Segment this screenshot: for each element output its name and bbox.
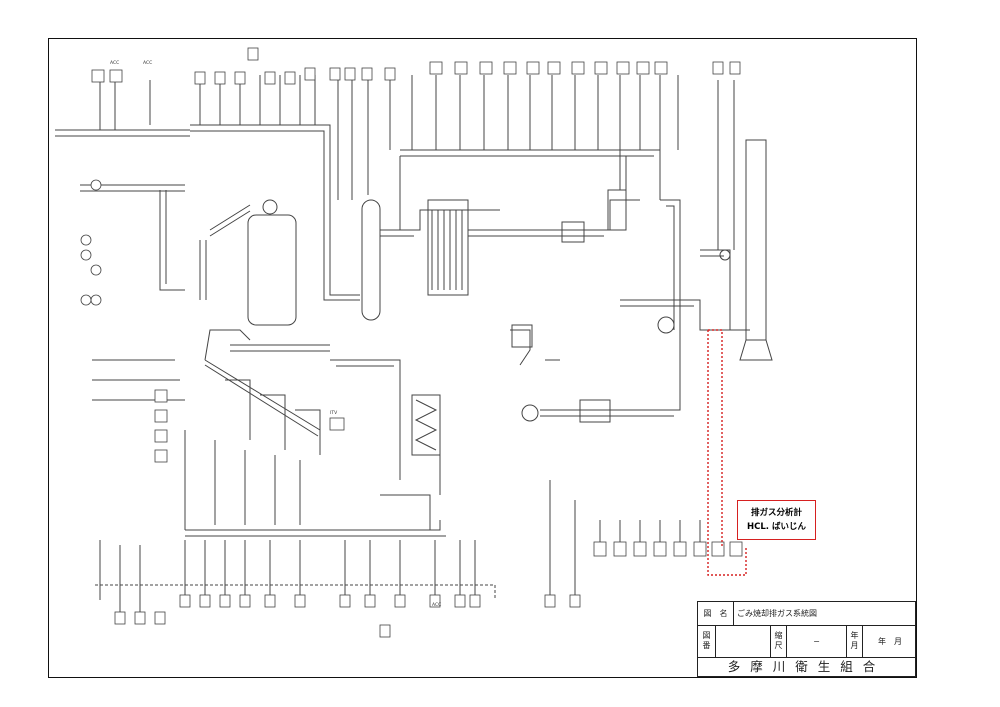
tv-label: ITV — [330, 410, 338, 416]
drawing-number — [716, 625, 771, 657]
callout-line-2: HCL. ばいじん — [747, 522, 806, 532]
name-label: 図 名 — [698, 602, 734, 625]
stack-duct — [620, 299, 750, 331]
heat-exchanger — [561, 221, 585, 243]
catalyst-tower — [607, 189, 627, 231]
drawing-frame — [48, 38, 917, 678]
title-block: 図 名 ごみ焼却排ガス系統図 図番 縮尺 − 年月 年 月 多摩川衛生組合 — [697, 601, 916, 677]
air-supply-duct — [55, 129, 190, 137]
owner-name: 多摩川衛生組合 — [727, 659, 886, 674]
scale-value: − — [787, 625, 847, 657]
title-block-name-row: 図 名 ごみ焼却排ガス系統図 — [698, 602, 915, 626]
instrument-tags — [80, 47, 743, 638]
drawing-name: ごみ焼却排ガス系統図 — [737, 609, 817, 618]
bag-filter — [427, 199, 469, 296]
reheater — [579, 399, 611, 423]
date-label: 年月 — [850, 631, 859, 650]
analyzer-highlight — [707, 329, 747, 576]
number-label: 図番 — [702, 631, 711, 650]
acc-label-2: ACC — [143, 60, 152, 66]
date-value: 年 月 — [878, 636, 902, 646]
gas-analyzer-callout: 排ガス分析計 HCL. ばいじん — [737, 500, 816, 540]
acc-label-3: ACC — [432, 602, 441, 608]
economizer — [411, 394, 441, 456]
stack — [745, 139, 767, 341]
scale-label: 縮尺 — [774, 631, 783, 650]
induced-draft-fan — [657, 316, 675, 334]
callout-line-1: 排ガス分析計 — [750, 508, 802, 518]
boiler — [247, 214, 297, 326]
acc-label-1: ACC — [110, 60, 119, 66]
gas-cooling-tower — [361, 199, 381, 321]
title-block-info-row: 図番 縮尺 − 年月 年 月 — [698, 625, 915, 658]
